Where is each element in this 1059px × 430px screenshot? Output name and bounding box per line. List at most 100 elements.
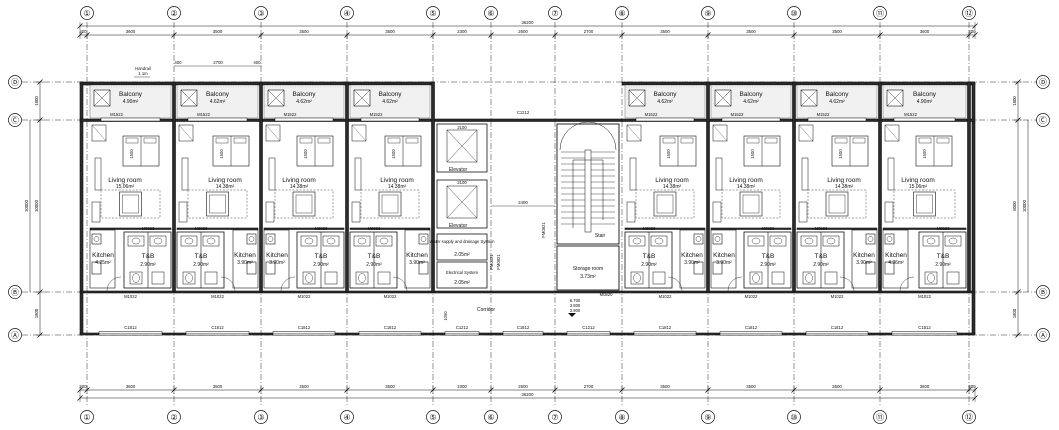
dimension-value: 3600	[126, 384, 136, 389]
grid-label: ⑨	[704, 9, 711, 18]
living-room-area: 15.06m²	[116, 184, 135, 190]
grid-label: ②	[170, 9, 177, 18]
overall-dimension: 36200	[522, 392, 535, 397]
grid-bubble	[1036, 113, 1050, 127]
dimension-value: 8000	[1012, 201, 1017, 211]
fire-door-tag: FM0821	[496, 254, 501, 270]
grid-bubble	[254, 6, 268, 20]
toilet	[924, 271, 938, 285]
grid-label: ⑧	[618, 9, 625, 18]
toilet-and-bath	[918, 231, 967, 289]
kitchen-label: Kitchen	[406, 252, 428, 259]
dimension-value: 1800	[34, 308, 39, 318]
wash-basin	[769, 235, 787, 247]
dimension-value: 3500	[213, 29, 223, 34]
stair-well-gap	[584, 149, 592, 233]
balcony-area: 4.62m²	[657, 99, 673, 105]
grid-bubble	[254, 410, 268, 424]
toilet-bowl	[927, 273, 935, 283]
dimension-value: 2600	[518, 384, 528, 389]
toilet-bowl	[358, 273, 366, 283]
dimension-value: 2300	[457, 29, 467, 34]
sliding-door	[100, 117, 161, 122]
grid-bubble	[962, 410, 976, 424]
furniture-zone	[187, 189, 248, 219]
basin-bowl	[153, 237, 163, 245]
toilet-and-bath	[624, 231, 673, 289]
door-swing	[727, 276, 743, 292]
balcony-label: Balcony	[206, 91, 230, 98]
column-cross	[886, 89, 904, 107]
sliding-door	[721, 117, 781, 122]
kitchen-label: Kitchen	[92, 252, 114, 259]
grid-bubble	[1036, 328, 1050, 342]
storage-area: 3.73m²	[580, 274, 596, 280]
grid-bubble	[426, 410, 440, 424]
grid-label: ③	[257, 413, 264, 422]
sink-bowl	[714, 236, 721, 242]
overall-dimension: 36200	[522, 20, 535, 25]
basin-bowl	[948, 237, 958, 245]
wardrobe-cross	[351, 124, 367, 142]
stove	[884, 261, 895, 275]
sink	[91, 233, 102, 245]
shaft-dimension: 2100	[457, 180, 467, 185]
tb-door-tag: M0820	[643, 226, 656, 231]
grid-bubble	[484, 6, 498, 20]
pillow	[405, 137, 419, 144]
column-cross	[267, 89, 285, 107]
party-wall	[792, 81, 796, 293]
grid-bubble	[80, 410, 94, 424]
grid-bubble	[167, 6, 181, 20]
party-wall	[259, 81, 263, 293]
grid-label: ⑥	[487, 9, 494, 18]
bed-dimension: 1500	[303, 149, 308, 159]
wardrobe-cross	[798, 124, 814, 142]
living-room-label: Living room	[827, 177, 861, 184]
level-symbol	[568, 313, 576, 317]
living-room-area: 14.38m²	[663, 184, 682, 190]
sink	[712, 233, 723, 245]
window-tag: C1212	[456, 325, 469, 330]
grid-bubble	[873, 410, 887, 424]
stair-landing-arc	[559, 121, 617, 151]
grid-label: ⑫	[965, 9, 973, 18]
armchair-seat	[295, 194, 313, 214]
grid-bubble	[787, 6, 801, 20]
grid-label: ⑪	[876, 413, 884, 422]
balcony-label: Balcony	[119, 91, 143, 98]
partition-wall	[89, 227, 172, 230]
sliding-door	[893, 117, 956, 122]
wash-basin	[322, 235, 340, 247]
grid-label: ⑫	[965, 413, 973, 422]
tv-cabinet	[91, 201, 101, 223]
basin-bowl	[654, 237, 664, 245]
elevator-cross	[446, 185, 478, 219]
stove	[865, 261, 876, 275]
door-swing	[392, 276, 408, 292]
side-table	[268, 157, 276, 191]
pillow	[387, 137, 401, 144]
dimension-value: 200	[79, 384, 87, 389]
dimension-value: 3600	[920, 29, 930, 34]
grid-bubble	[962, 6, 976, 20]
wardrobe-cross	[884, 124, 900, 142]
pillow	[852, 137, 866, 144]
door-swing	[667, 276, 683, 292]
water-supply-room	[436, 233, 488, 261]
dimension-value: 3500	[832, 29, 842, 34]
elevator-cross	[446, 129, 478, 163]
stove	[693, 261, 704, 275]
electrical-label: Electrical System	[446, 270, 479, 275]
kitchen	[232, 229, 259, 289]
basin-bowl	[131, 237, 141, 245]
grid-bubble	[8, 285, 22, 299]
shower	[204, 271, 218, 285]
balcony-door-tag: M1522	[370, 112, 383, 117]
toilet	[182, 271, 196, 285]
stove	[712, 261, 723, 275]
basin-bowl	[926, 237, 936, 245]
dimension-value: 3500	[746, 384, 756, 389]
